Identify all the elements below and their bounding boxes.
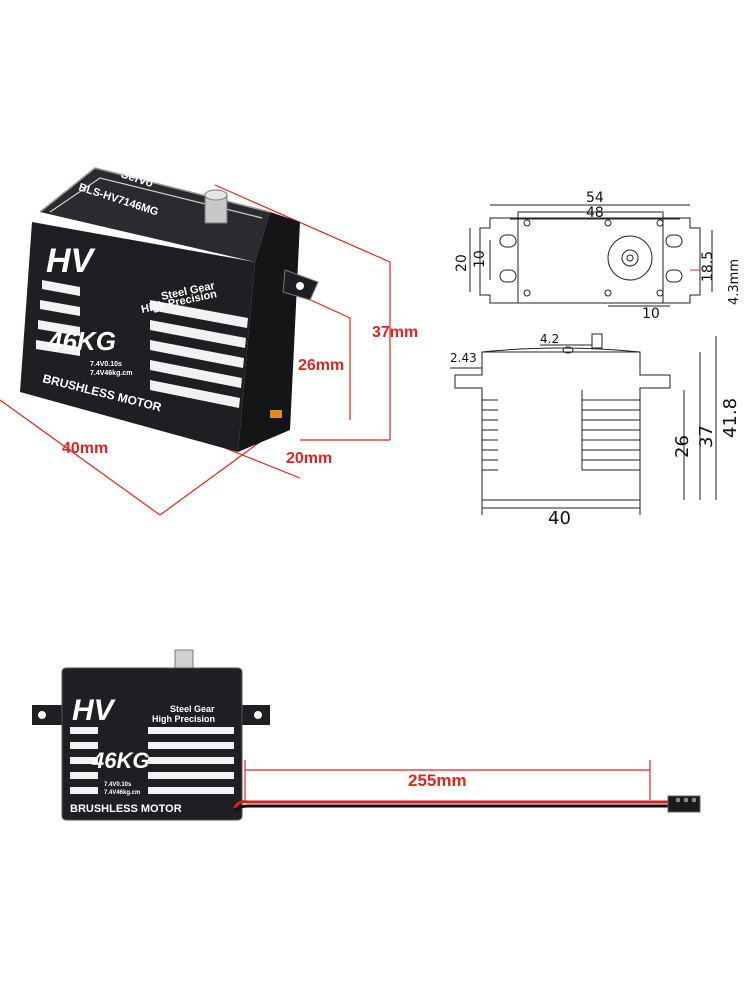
side-view-labels: 4.2 2.43 26 37 41.8 40	[450, 332, 741, 529]
dim-flange-thickness: 2.43	[450, 351, 477, 365]
dim-height-total: 37mm	[372, 324, 418, 341]
dim-hole-offset: 4.3mm	[727, 259, 742, 305]
dim-mid-height: 37	[696, 425, 717, 448]
side-view-drawing	[450, 333, 717, 515]
servo-front-view: HV Steel Gear High Precision 46KG 7.4V0.…	[32, 649, 701, 821]
servo-cable	[233, 795, 701, 813]
dim-left-outer: 20	[454, 254, 470, 272]
servo-perspective-view: Servo BLS-HV7146MG HV Steel Gear High Pr…	[0, 167, 418, 516]
dim-hole-spacing: 48	[586, 205, 604, 221]
perspective-dimension-lines	[0, 184, 391, 516]
dim-shaft-offset: 10	[642, 306, 660, 322]
dim-total-height: 41.8	[720, 398, 741, 438]
dim-side-width: 40	[548, 508, 571, 529]
dim-shaft-height: 4.2	[540, 332, 559, 346]
front-feature-1: Steel Gear	[170, 704, 215, 714]
dim-right-height: 18.5	[700, 251, 716, 282]
servo-torque: 46KG	[47, 326, 116, 356]
top-view-labels: 54 48 20 10 18.5 4.3mm 10	[454, 190, 742, 322]
dim-left-inner: 10	[472, 250, 488, 268]
servo-logo: HV	[46, 242, 97, 280]
servo-spec-1: 7.4V0.10s	[90, 361, 122, 368]
servo-spec-2: 7.4V46kg.cm	[90, 370, 132, 377]
dim-height-body: 26mm	[298, 357, 344, 374]
top-view-drawing	[469, 204, 713, 307]
front-logo: HV	[72, 694, 117, 727]
front-spec-1: 7.4V0.10s	[104, 782, 132, 788]
dim-body-height: 26	[672, 435, 693, 458]
front-spec-2: 7.4V46kg.cm	[104, 790, 140, 796]
dim-overall-width: 54	[586, 190, 604, 206]
front-torque: 46KG	[91, 748, 149, 773]
dim-cable-length: 255mm	[408, 771, 467, 790]
cable-dimension-line	[244, 760, 651, 800]
dim-width: 40mm	[62, 440, 108, 457]
front-cooling-fins	[70, 727, 234, 794]
dim-depth: 20mm	[286, 450, 332, 467]
front-motor-label: BRUSHLESS MOTOR	[70, 803, 182, 815]
cooling-fins	[36, 280, 248, 408]
front-feature-2: High Precision	[152, 714, 215, 724]
